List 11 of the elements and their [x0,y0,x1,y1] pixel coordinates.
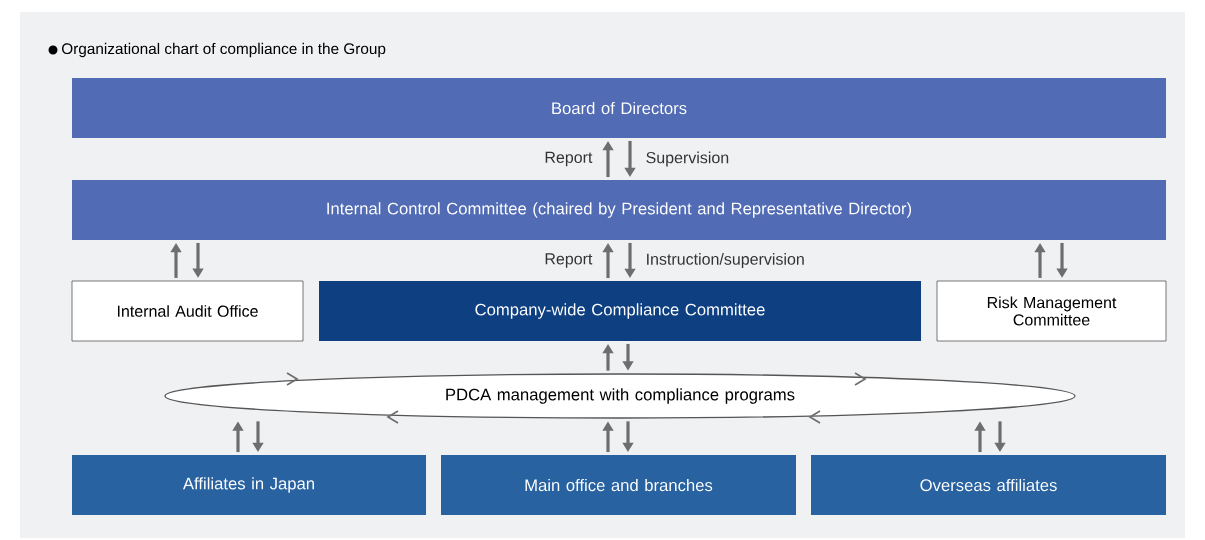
organization-box: Affiliates in Japan [72,455,426,515]
committee-band: Internal Control Committee (chaired by President and Representative Director) [72,180,1166,240]
edge-label: Report [543,252,594,269]
office-box: Internal Audit Office [71,280,304,342]
organization-box: Main office and branches [441,455,796,515]
edge-label: Supervision [644,150,731,168]
chart-title: Organizational chart of compliance in the Group [62,42,386,58]
office-box: Risk Management Committee [936,280,1167,342]
committee-band: Board of Directors [72,78,1166,138]
committee-box: Company-wide Compliance Committee [319,281,921,341]
organization-box: Overseas affiliates [811,455,1166,515]
